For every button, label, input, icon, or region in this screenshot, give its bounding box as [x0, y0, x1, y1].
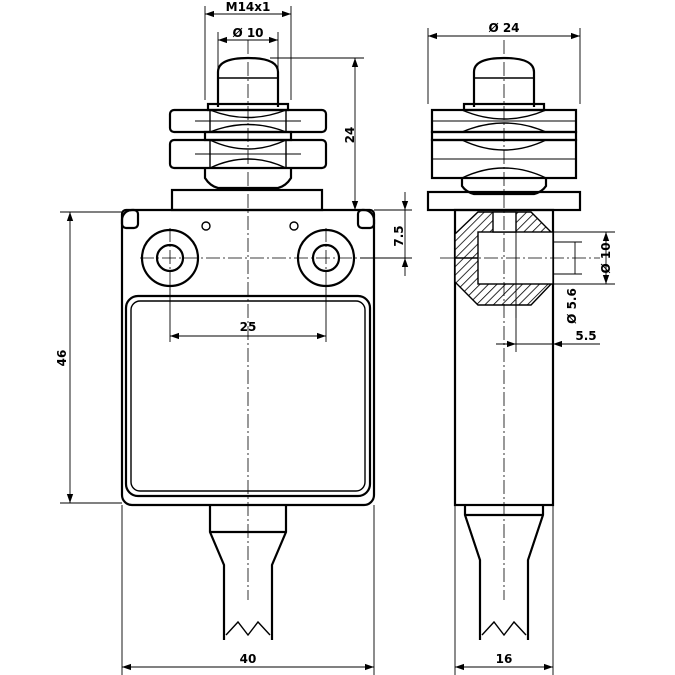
dim-thread-label: M14x1: [226, 0, 271, 14]
dim-counterbore-depth: 5.5: [496, 300, 600, 352]
dim-counterbore-dia-label: Ø 10: [599, 242, 613, 273]
dim-body-depth: 16: [454, 505, 554, 675]
dim-actuator-height-label: 24: [343, 127, 357, 144]
dim-body-width: 40: [121, 505, 375, 675]
dim-overall-dia: Ø 24: [427, 21, 581, 104]
dim-plunger-dia-label: Ø 10: [232, 26, 263, 40]
dim-counterbore-depth-label: 5.5: [575, 329, 596, 343]
front-view: [120, 40, 376, 640]
dim-plunger-dia: Ø 10: [217, 26, 279, 70]
side-view: [426, 40, 600, 640]
dim-actuator-height: 24: [270, 57, 364, 211]
dim-body-height-label: 46: [55, 350, 69, 367]
dim-body-height: 46: [55, 211, 122, 504]
dim-mount-offset-label: 7.5: [392, 225, 406, 246]
dim-mount-offset: 7.5: [360, 192, 412, 276]
dim-body-depth-label: 16: [496, 652, 513, 666]
front-cable-gland: [208, 505, 288, 640]
dim-hole-dia: Ø 5.6: [515, 232, 582, 324]
dim-hole-spacing: 25: [169, 286, 327, 342]
dim-thread: M14x1: [204, 0, 292, 100]
dim-hole-dia-label: Ø 5.6: [565, 288, 579, 324]
dim-body-width-label: 40: [240, 652, 257, 666]
dim-counterbore-dia: Ø 10: [553, 231, 615, 285]
dim-overall-dia-label: Ø 24: [488, 21, 519, 35]
dim-hole-spacing-label: 25: [240, 320, 257, 334]
